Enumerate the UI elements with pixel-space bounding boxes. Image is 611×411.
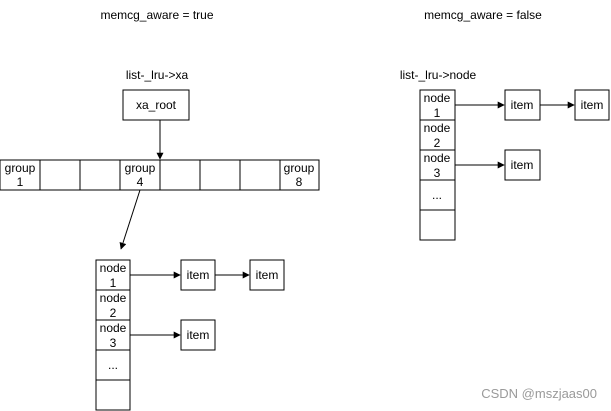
node-cell-ellipsis: ... — [432, 188, 442, 202]
item-box: item — [504, 89, 541, 121]
group-cell-index: 8 — [296, 175, 303, 189]
watermark-text: CSDN @mszjaas00 — [481, 386, 597, 401]
node-cell-label: node — [100, 321, 127, 335]
node-cell-index: 1 — [434, 106, 441, 120]
node-cell-index: 3 — [434, 166, 441, 180]
node-cell-label: node — [424, 91, 451, 105]
group-cell-label: group — [5, 161, 36, 175]
item-label: item — [511, 158, 534, 172]
node-cell: node 2 — [95, 289, 131, 321]
node-cell-index: 1 — [110, 276, 117, 290]
node-cell: node 2 — [419, 119, 456, 151]
item-label: item — [581, 98, 604, 112]
left-title: memcg_aware = true — [100, 8, 213, 22]
node-cell: node 3 — [419, 149, 456, 181]
item-box: item — [180, 259, 216, 291]
node-cell-label: node — [100, 261, 127, 275]
group-cell: group 4 — [119, 159, 161, 191]
group-cell — [239, 159, 281, 191]
group-cell-index: 1 — [17, 175, 24, 189]
item-label: item — [187, 268, 210, 282]
group-cell — [159, 159, 201, 191]
item-label: item — [256, 268, 279, 282]
node-cell-label: node — [100, 291, 127, 305]
left-list-label: list-_lru->xa — [126, 68, 189, 82]
group-cell: group 1 — [0, 159, 41, 191]
item-label: item — [511, 98, 534, 112]
item-box: item — [249, 259, 285, 291]
node-cell-index: 2 — [434, 136, 441, 150]
node-cell-index: 2 — [110, 306, 117, 320]
node-cell: node 1 — [419, 89, 456, 121]
left-node-column: node 1 node 2 node 3 ... — [95, 259, 131, 411]
node-cell-ellipsis: ... — [108, 358, 118, 372]
item-box: item — [574, 89, 610, 121]
node-cell — [419, 209, 456, 241]
group4-to-nodes-arrow — [119, 189, 141, 250]
group-cell — [39, 159, 81, 191]
group-cell — [79, 159, 121, 191]
node-cell: ... — [419, 179, 456, 211]
item-box: item — [180, 319, 216, 351]
right-title: memcg_aware = false — [424, 8, 542, 22]
group-array: group 1 group 4 group 8 — [0, 159, 320, 191]
node-cell: ... — [95, 349, 131, 381]
node-cell: node 1 — [95, 259, 131, 291]
xa-root-label: xa_root — [136, 98, 177, 112]
node-cell-index: 3 — [110, 336, 117, 350]
group-cell-label: group — [125, 161, 156, 175]
group-cell-label: group — [284, 161, 315, 175]
node-cell — [95, 379, 131, 411]
right-node-column: node 1 node 2 node 3 ... — [419, 89, 456, 241]
right-list-label: list-_lru->node — [400, 68, 477, 82]
node-cell-label: node — [424, 151, 451, 165]
node-cell: node 3 — [95, 319, 131, 351]
item-box: item — [504, 149, 541, 181]
group-cell — [199, 159, 241, 191]
node-cell-label: node — [424, 121, 451, 135]
item-label: item — [187, 328, 210, 342]
group-cell-index: 4 — [137, 175, 144, 189]
xa-root-box: xa_root — [122, 89, 190, 121]
group-cell: group 8 — [279, 159, 320, 191]
